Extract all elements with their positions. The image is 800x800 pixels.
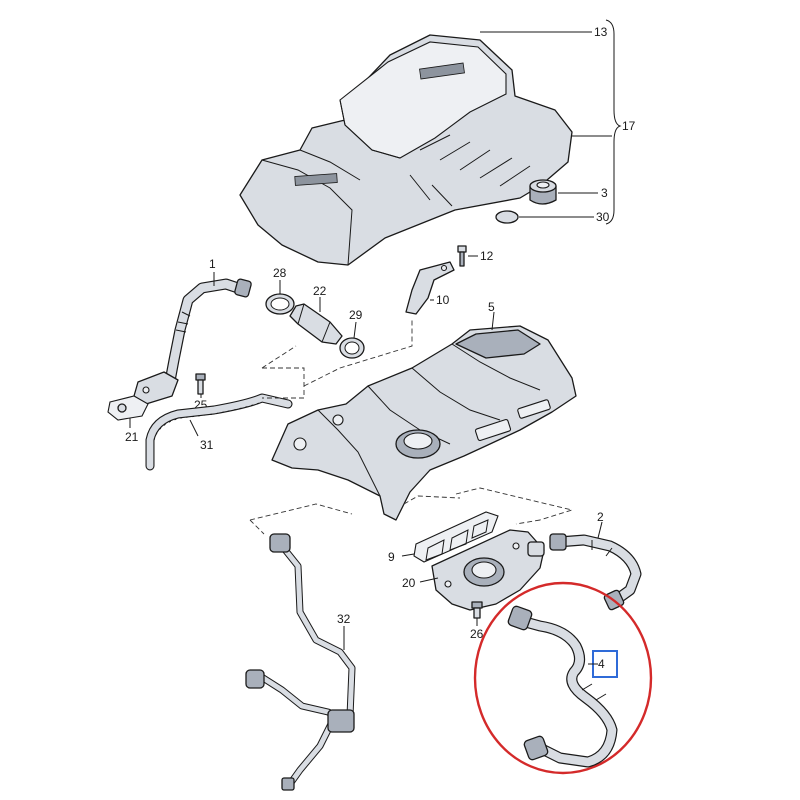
hose-part-4[interactable] <box>507 605 618 768</box>
assembly-line-cover <box>303 320 413 387</box>
washer-part-30[interactable] <box>495 210 519 224</box>
group-bracket <box>605 19 622 225</box>
hose-assembly-part-32[interactable] <box>245 533 356 791</box>
clamp-part-28[interactable] <box>265 293 295 315</box>
callout-2: 2 <box>597 510 604 524</box>
callout-31: 31 <box>200 438 214 452</box>
engine-cover-part[interactable] <box>239 34 573 266</box>
assembly-line-lower-left <box>249 503 353 535</box>
assembly-line-gasket <box>403 495 461 505</box>
valve-cover-part-5[interactable] <box>271 325 577 521</box>
oil-filler-neck <box>395 429 441 459</box>
hose-part-22[interactable] <box>289 303 343 345</box>
callout-22: 22 <box>313 284 327 298</box>
callout-9: 9 <box>388 550 395 564</box>
callout-1: 1 <box>209 257 216 271</box>
hose-part-2[interactable] <box>549 533 642 611</box>
callout-26: 26 <box>470 627 484 641</box>
assembly-line-lower-right <box>455 487 574 525</box>
callout-10: 10 <box>436 293 450 307</box>
bracket-part-10[interactable] <box>405 261 455 315</box>
callout-4: 4 <box>598 657 605 671</box>
callout-13: 13 <box>594 25 608 39</box>
bolt-part-12[interactable] <box>457 245 467 267</box>
pcv-valve-part-20[interactable] <box>431 529 545 611</box>
callout-30: 30 <box>596 210 610 224</box>
hose-part-31[interactable] <box>145 393 293 471</box>
callout-3: 3 <box>601 186 608 200</box>
callout-17: 17 <box>622 119 636 133</box>
callout-28: 28 <box>273 266 287 280</box>
callout-4-box <box>588 650 618 678</box>
callout-29: 29 <box>349 308 363 322</box>
clamp-part-29[interactable] <box>339 337 365 359</box>
callout-32: 32 <box>337 612 351 626</box>
callout-12: 12 <box>480 249 494 263</box>
callout-21: 21 <box>125 430 139 444</box>
gasket-part-21[interactable] <box>107 395 149 421</box>
assembly-line-hoses <box>261 345 305 399</box>
callout-20: 20 <box>402 576 416 590</box>
callout-5: 5 <box>488 300 495 314</box>
gasket-part-9[interactable] <box>413 511 499 563</box>
cover-logo-badge <box>294 62 465 186</box>
grommet-part-3[interactable] <box>529 179 557 205</box>
highlight-ring <box>473 581 653 775</box>
bolt-part-25[interactable] <box>195 373 206 395</box>
bolt-part-26[interactable] <box>471 601 483 619</box>
breather-pipe-part-1[interactable] <box>133 278 252 405</box>
